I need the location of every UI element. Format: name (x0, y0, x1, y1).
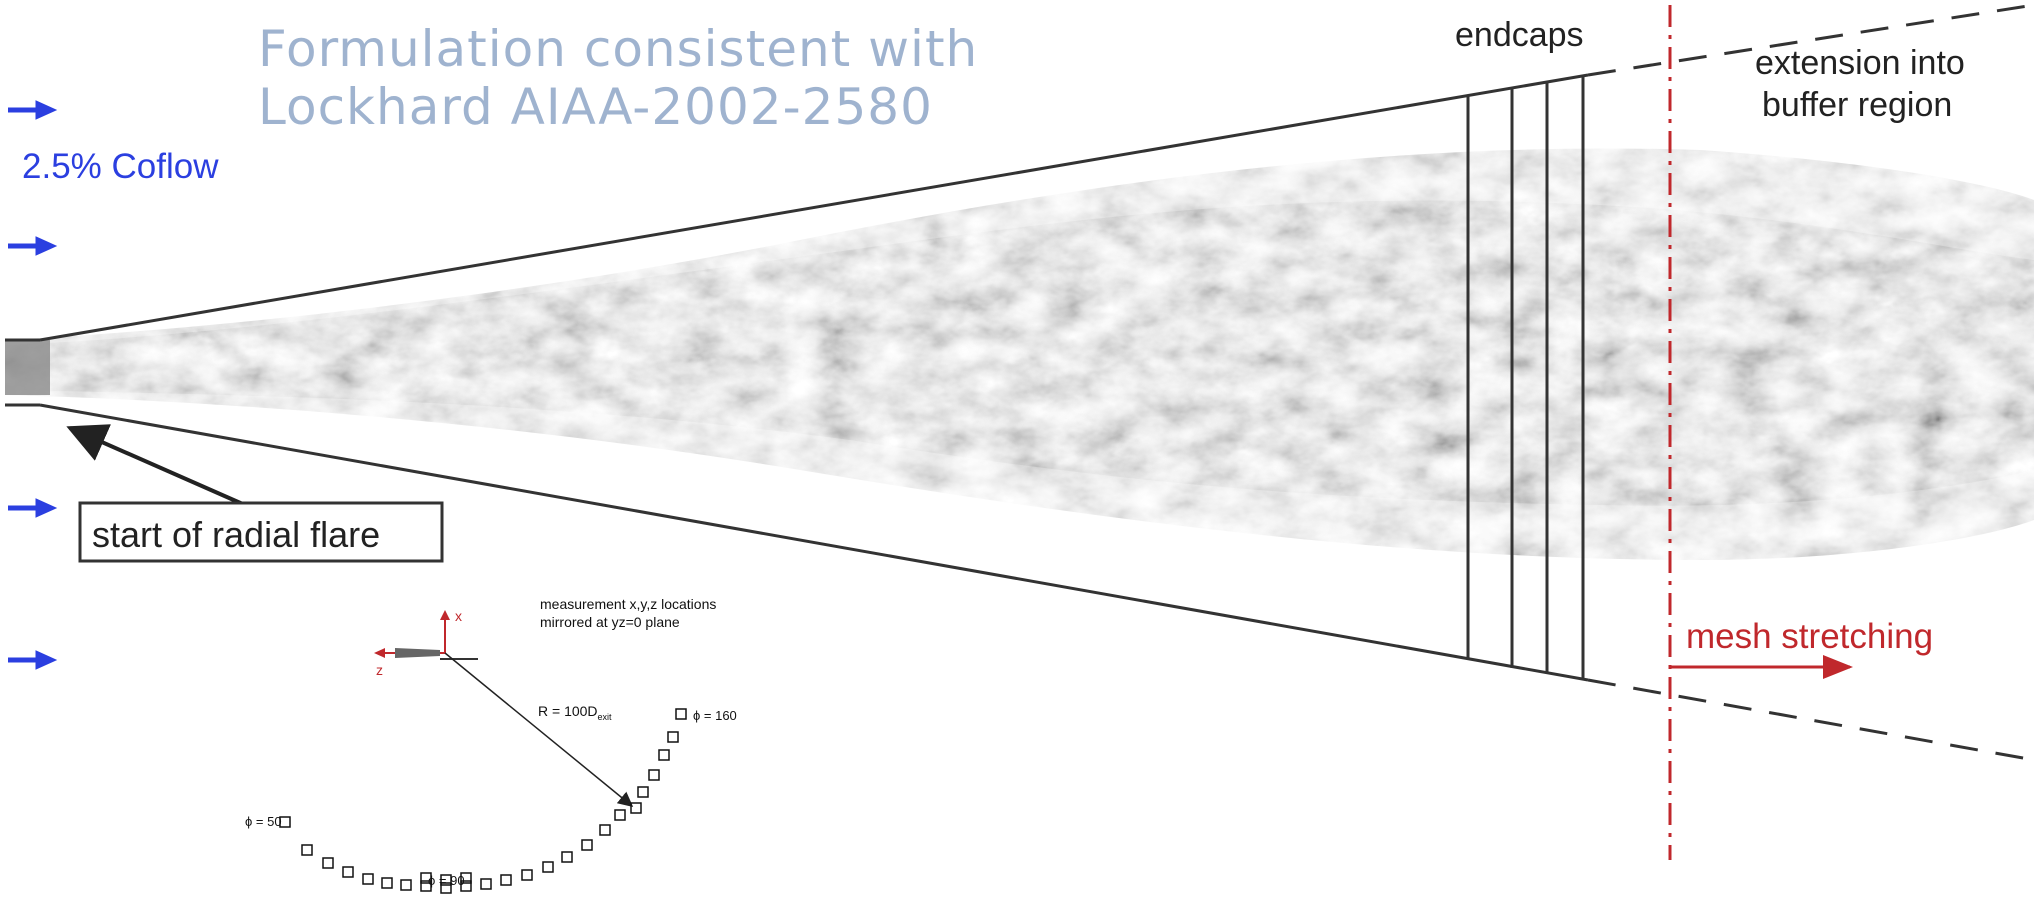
jet-plume (5, 148, 2034, 560)
measurement-point-marker (630, 802, 642, 814)
coflow-arrow-icon (8, 498, 58, 518)
measurement-point-marker (614, 809, 626, 821)
measurement-point-marker (561, 851, 573, 863)
lower-domain-boundary (39, 403, 1589, 682)
coflow-label: 2.5% Coflow (22, 147, 219, 186)
radial-flare-arrow (66, 424, 246, 507)
measurement-point-marker (480, 878, 492, 890)
radial-flare-box (78, 501, 444, 563)
z-axis-label: z (376, 662, 383, 678)
coflow-arrow-icon (8, 100, 58, 120)
coflow-arrows (8, 100, 58, 670)
radial-flare-label: start of radial flare (92, 514, 380, 555)
measurement-point-marker (542, 861, 554, 873)
upper-domain-boundary (39, 73, 1589, 342)
x-axis-label: x (455, 608, 462, 624)
phi-90-label: ϕ = 90 (428, 873, 465, 888)
measurement-point-marker (667, 731, 679, 743)
endcaps-label: endcaps (1455, 16, 1584, 54)
measurement-point-marker (460, 880, 472, 892)
measurement-point-marker (599, 824, 611, 836)
measurement-point-marker (648, 769, 660, 781)
coflow-arrow-icon (8, 650, 58, 670)
measurement-point-marker (658, 749, 670, 761)
measurement-point-marker (440, 882, 452, 894)
measurement-inset: measurement x,y,z locations mirrored at … (245, 596, 737, 894)
measurement-point-marker (279, 816, 291, 828)
endcaps (1466, 76, 1585, 680)
measurement-point-marker (400, 879, 412, 891)
measurement-point-marker (381, 877, 393, 889)
extension-label-line2: buffer region (1762, 86, 1952, 124)
measurement-point-marker (362, 873, 374, 885)
lower-extension-dashed (1587, 678, 2034, 762)
extension-label-line1: extension into (1755, 44, 1965, 82)
mesh-stretching-label: mesh stretching (1686, 617, 1933, 656)
measurement-point-marker (500, 874, 512, 886)
inset-note-line1: measurement x,y,z locations (540, 596, 716, 612)
measurement-point-marker (521, 869, 533, 881)
measurement-point-marker (420, 872, 432, 884)
measurement-point-marker (322, 857, 334, 869)
radius-arrow (444, 652, 634, 807)
measurement-point-marker (637, 786, 649, 798)
measurement-point-marker (420, 880, 432, 892)
measurement-point-marker (301, 844, 313, 856)
inset-note-line2: mirrored at yz=0 plane (540, 614, 680, 630)
measurement-point-marker (440, 874, 452, 886)
title-line-2: Lockhard AIAA-2002-2580 (258, 78, 933, 136)
phi-50-label: ϕ = 50 (245, 814, 282, 829)
coflow-arrow-icon (8, 236, 58, 256)
upper-extension-dashed (1587, 3, 2034, 77)
measurement-point-marker (460, 872, 472, 884)
measurement-point-marker (581, 839, 593, 851)
radius-label: R = 100Dexit (538, 703, 612, 722)
measurement-point-marker (342, 866, 354, 878)
title-line-1: Formulation consistent with (258, 20, 979, 78)
phi-160-label: ϕ = 160 (693, 708, 737, 723)
measurement-point-marker (675, 708, 687, 720)
